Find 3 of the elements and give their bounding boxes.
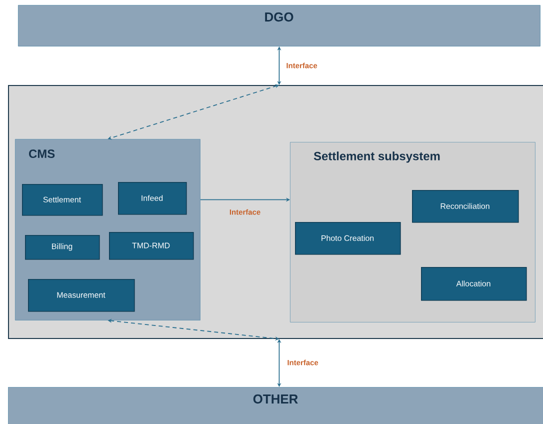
header-band: OTHER (8, 387, 543, 424)
arrow (277, 339, 282, 387)
header-band: DGO (18, 5, 540, 46)
